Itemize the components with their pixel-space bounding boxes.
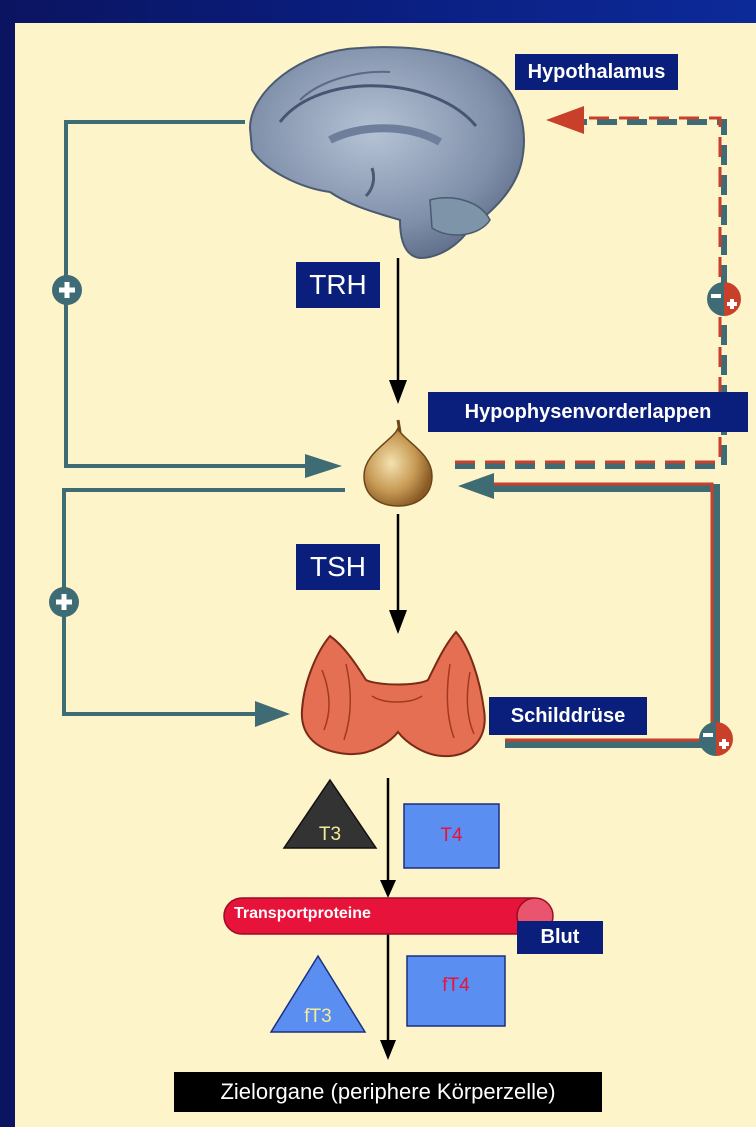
plus-icon (52, 275, 82, 305)
schilddruese-label: Schilddrüse (489, 697, 647, 735)
arrowhead-to-thyroid (255, 701, 290, 727)
transport-label: Transportproteine (234, 905, 371, 923)
teal-feedback-lines (64, 122, 345, 714)
arrowhead-to-hypothalamus (546, 106, 584, 134)
tsh-label: TSH (296, 544, 380, 590)
ft3-text: fT3 (288, 1004, 348, 1030)
plus-icon (49, 587, 79, 617)
blut-label: Blut (517, 921, 603, 954)
ft4-text: fT4 (407, 956, 505, 1016)
arrowhead-blood (380, 880, 396, 898)
pituitary-icon (364, 420, 432, 506)
arrowhead-trh (389, 380, 407, 404)
zielorgane-label: Zielorgane (periphere Körperzelle) (174, 1072, 602, 1112)
t4-text: T4 (404, 804, 499, 868)
hypophyse-label: Hypophysenvorderlappen (428, 392, 748, 432)
hypothalamus-label: Hypothalamus (515, 54, 678, 90)
thyroid-icon (302, 632, 485, 756)
t3-text: T3 (300, 822, 360, 848)
arrowhead-to-pituitary (305, 454, 342, 478)
trh-label: TRH (296, 262, 380, 308)
arrowhead-target (380, 1040, 396, 1060)
arrowhead-to-pituitary-neg (458, 473, 494, 499)
brain-icon (250, 47, 524, 258)
arrowhead-tsh (389, 610, 407, 634)
minus-plus-icon (699, 722, 733, 756)
minus-plus-icon (707, 282, 741, 316)
